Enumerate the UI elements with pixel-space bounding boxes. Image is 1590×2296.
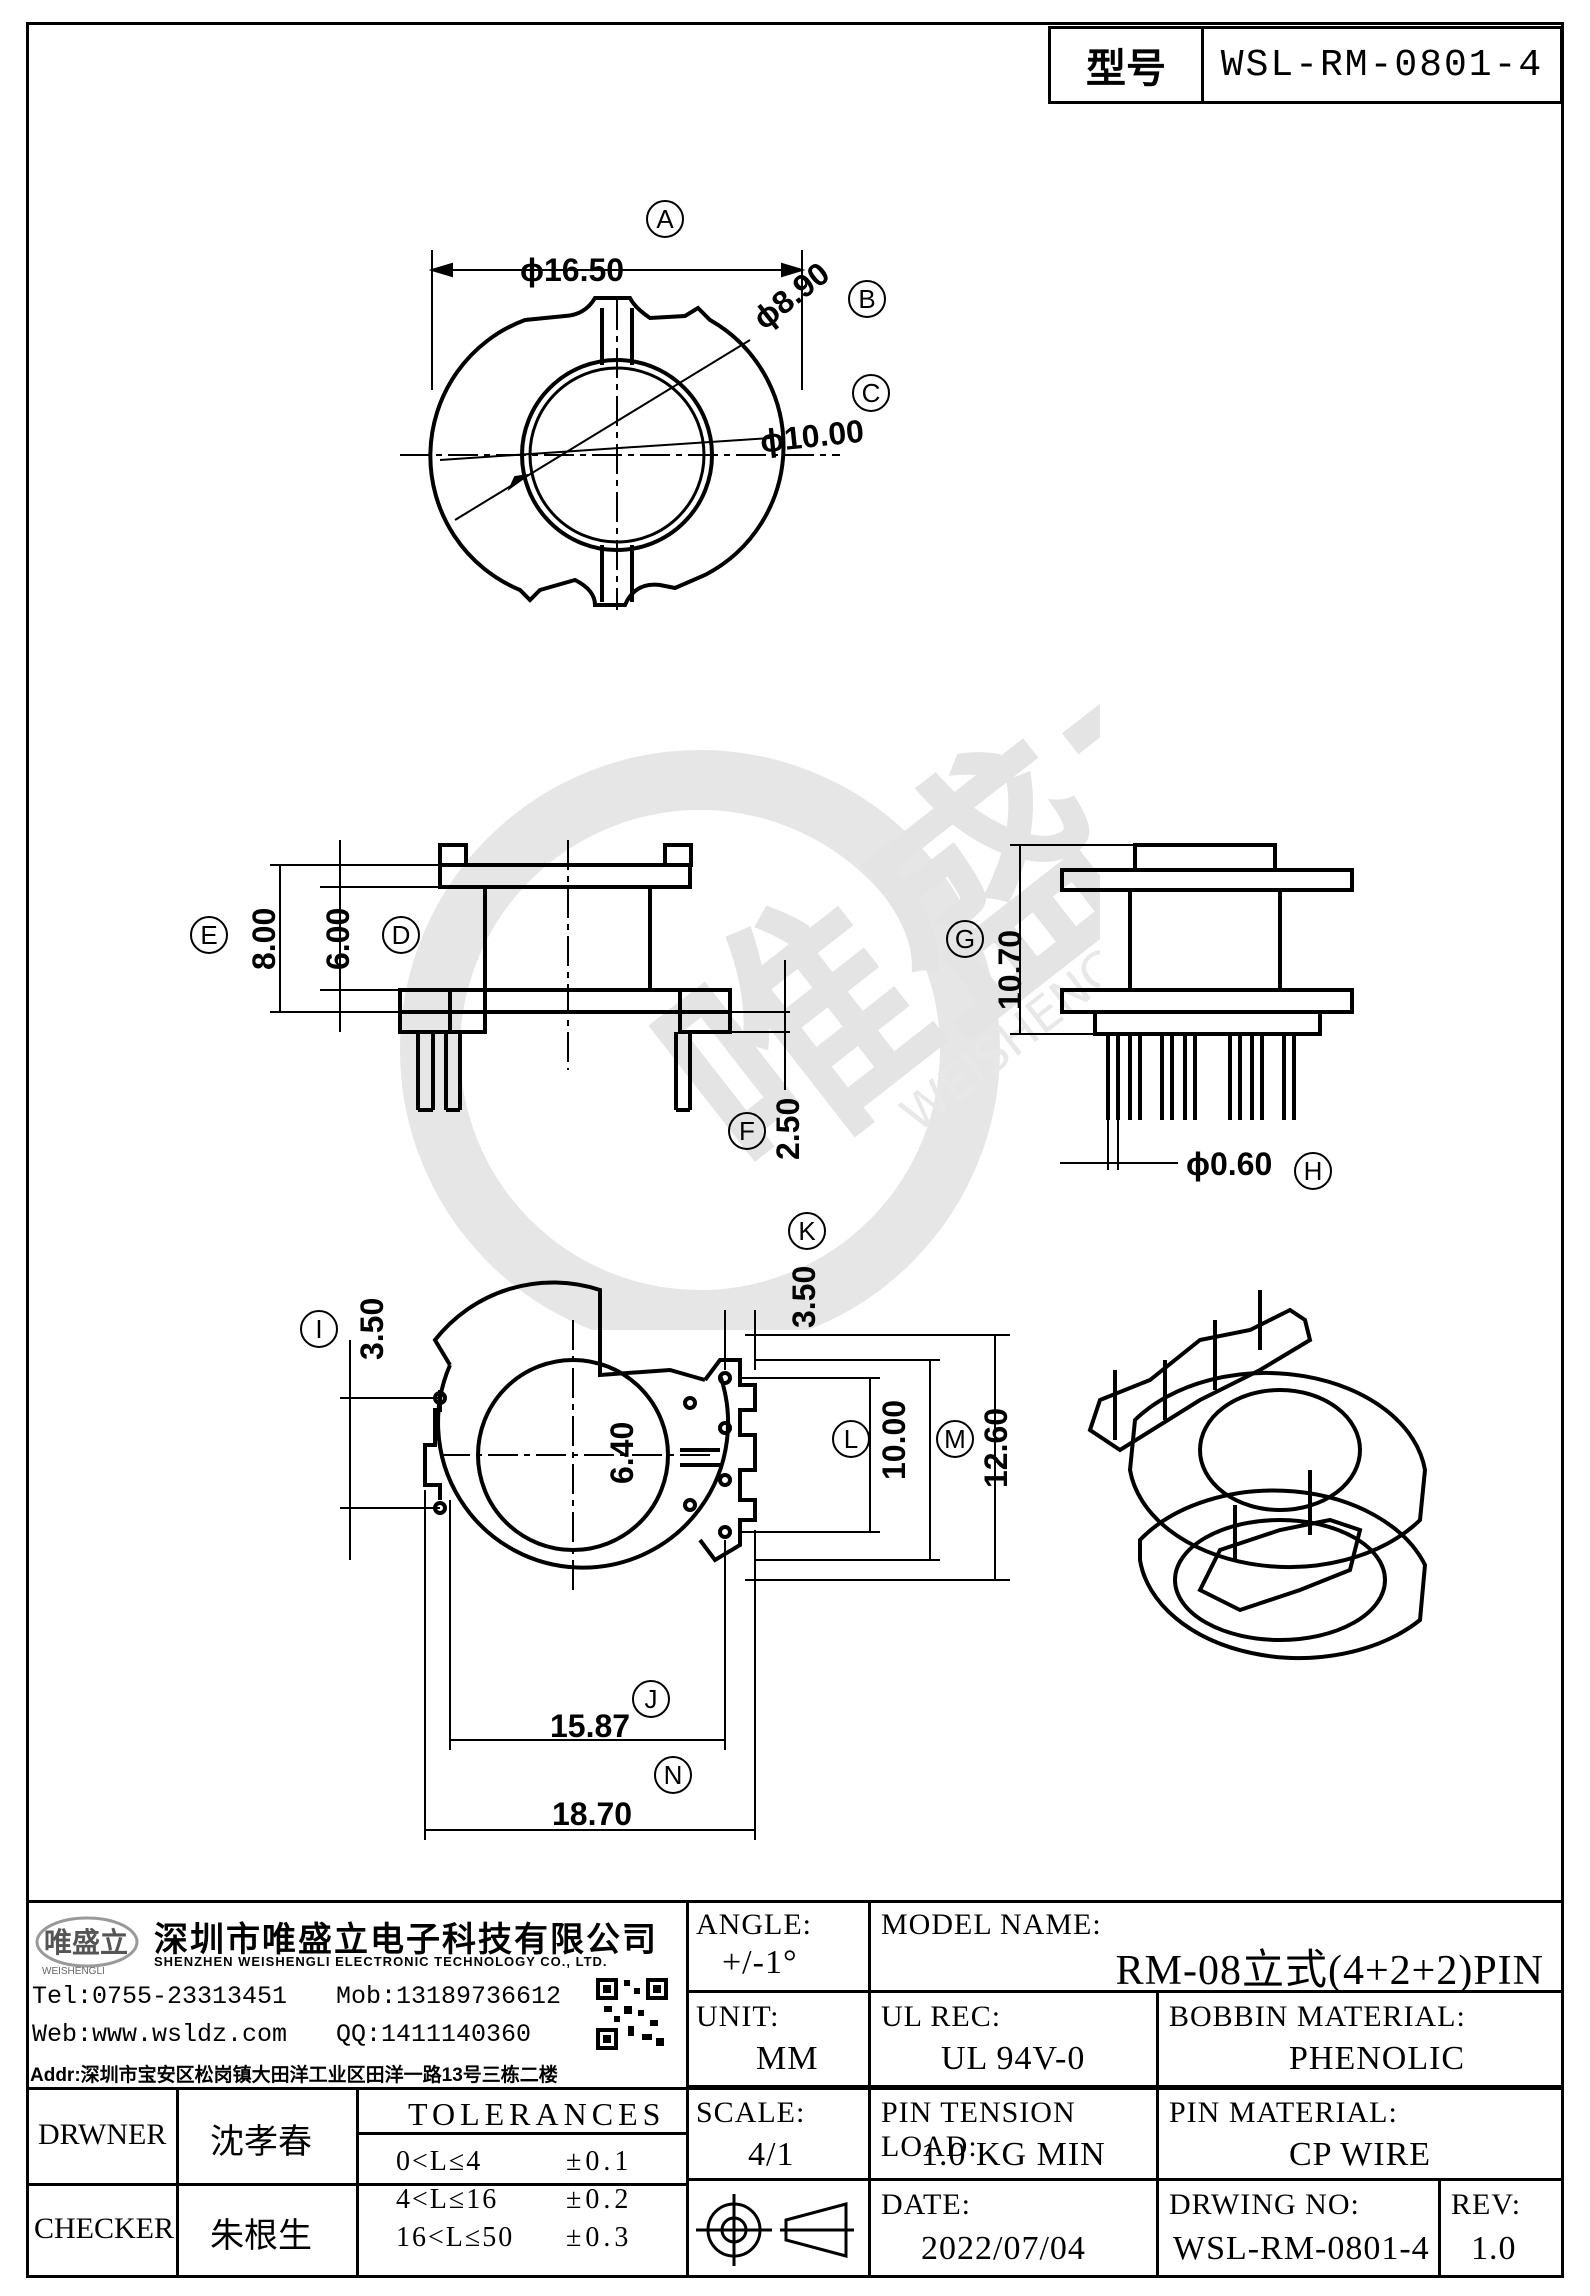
tol-range-1: 0<L≤4 [396,2146,483,2177]
dim-m: 12.60 [978,1407,1014,1488]
dim-h: ϕ0.60 [1186,1146,1273,1182]
company-address: Addr:深圳市宝安区松岗镇大田洋工业区田洋一路13号三栋二楼 [30,2065,558,2086]
bottom-view-drawing [340,1280,1010,1840]
pin-material-label: PIN MATERIAL: [1169,2096,1398,2129]
ref-b: B [848,280,886,318]
unit-value: MM [756,2040,819,2077]
pin-tension-label: PIN TENSION LOAD: [881,2096,1076,2163]
dim-e: 8.00 [246,907,282,970]
ul-rec-value: UL 94V-0 [941,2040,1086,2077]
company-name-en: SHENZHEN WEISHENGLI ELECTRONIC TECHNOLOG… [154,1954,608,1969]
tol-value-1: ±0.1 [566,2146,633,2177]
company-name-cn: 深圳市唯盛立电子科技有限公司 [154,1920,658,1960]
ref-e: E [190,916,228,954]
isometric-view-drawing [1087,1290,1428,1660]
model-name-label: MODEL NAME: [881,1908,1102,1941]
ref-f: F [728,1112,766,1150]
scale-value: 4/1 [748,2136,795,2173]
drawing-no-value: WSL-RM-0801-4 [1173,2230,1430,2267]
ref-h: H [1294,1152,1332,1190]
company-qq: QQ:1411140360 [336,2020,532,2049]
ref-c: C [852,374,890,412]
ref-k: K [788,1212,826,1250]
dim-k: 3.50 [786,1265,822,1328]
ref-d: D [382,916,420,954]
ul-rec-label: UL REC: [881,2000,1002,2033]
company-web[interactable]: Web:www.wsldz.com [32,2020,288,2049]
checker-label: CHECKER [34,2212,175,2245]
dim-n: 18.70 [552,1796,633,1832]
type-label: 型号 [1051,29,1204,101]
watermark-logo: 唯盛立 WEISHENGLI [400,630,1100,1330]
ref-a: A [646,200,684,238]
side-view-drawing [270,840,790,1112]
pin-material-value: CP WIRE [1289,2136,1432,2173]
checker-name: 朱根生 [210,2216,312,2256]
projection-symbol-icon [696,2194,854,2266]
dim-j: 15.87 [550,1708,631,1744]
logo-sub: WEISHENGLI [42,1966,105,1977]
ref-l: L [832,1420,870,1458]
scale-label: SCALE: [696,2096,806,2129]
rev-label: REV: [1451,2188,1522,2221]
dim-g: 10.70 [992,929,1028,1010]
tol-value-3: ±0.3 [566,2222,633,2253]
ref-g: G [946,920,984,958]
drawer-name: 沈孝春 [210,2122,312,2162]
dim-d: 6.00 [320,907,356,970]
ref-i: I [300,1310,338,1348]
company-logo-icon: 唯盛立 [35,1916,139,1968]
bobbin-material-label: BOBBIN MATERIAL: [1169,2000,1466,2033]
bobbin-material-value: PHENOLIC [1289,2040,1466,2077]
drawer-label: DRWNER [38,2118,167,2151]
front-view-drawing [1010,843,1354,1170]
pin-tension-value: 1.0 KG MIN [921,2136,1106,2173]
date-label: DATE: [881,2188,971,2221]
tol-range-2: 4<L≤16 [396,2184,499,2215]
tol-range-3: 16<L≤50 [396,2222,515,2253]
dim-f: 2.50 [770,1097,806,1160]
ref-n: N [654,1756,692,1794]
angle-value: +/-1° [722,1944,798,1981]
unit-label: UNIT: [696,2000,780,2033]
company-mob: Mob:13189736612 [336,1982,562,2011]
drawing-sheet-border [26,22,1564,2278]
ref-m: M [936,1420,974,1458]
rev-value: 1.0 [1471,2230,1517,2267]
angle-label: ANGLE: [696,1908,812,1941]
qr-code-icon [594,1976,670,2052]
ref-j: J [632,1680,670,1718]
dim-l: 10.00 [876,1399,912,1480]
logo-text: 唯盛立 [44,1926,128,1959]
dim-i: 3.50 [354,1297,390,1360]
company-tel: Tel:0755-23313451 [32,1982,288,2011]
date-value: 2022/07/04 [921,2230,1086,2267]
tol-value-2: ±0.2 [566,2184,633,2215]
tolerances-title: TOLERANCES [408,2096,666,2132]
drawing-no-label: DRWING NO: [1169,2188,1360,2221]
dim-outer-diameter: ϕ16.50 [520,252,625,288]
top-view-drawing [400,250,840,610]
model-number: WSL-RM-0801-4 [1220,43,1544,87]
model-number-box: 型号 WSL-RM-0801-4 [1048,26,1563,104]
model-name-value: RM-08立式(4+2+2)PIN [1115,1948,1544,1994]
dim-core: 6.40 [604,1421,640,1484]
title-block: 唯盛立 WEISHENGLI 深圳市唯盛立电子科技有限公司 SHENZHEN W… [26,1900,1564,2278]
